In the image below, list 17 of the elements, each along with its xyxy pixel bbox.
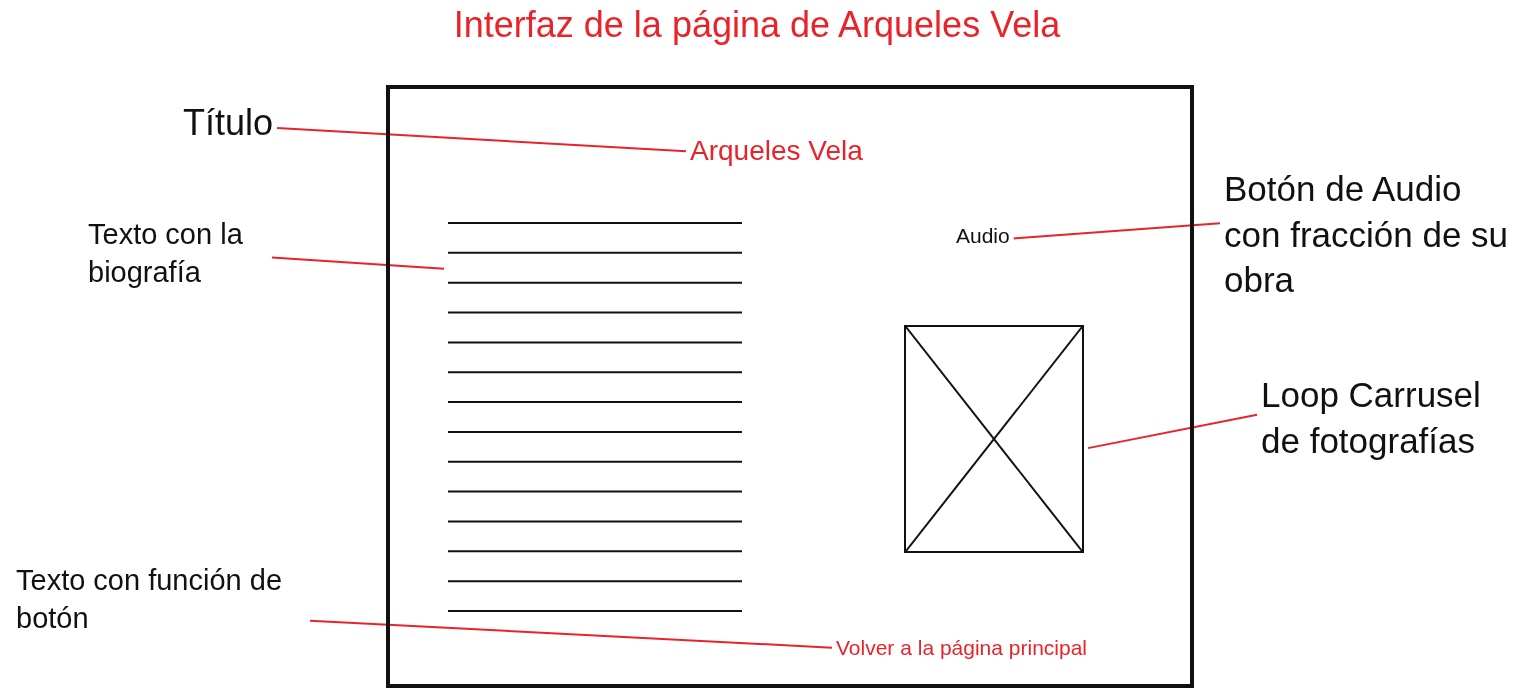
- annotation-label: Botón de Audio con fracción de su obra: [1224, 166, 1514, 303]
- annotation-label: Loop Carrusel de fotografías: [1261, 372, 1514, 463]
- wireframe-frame: [386, 85, 1194, 688]
- image-placeholder-drawing: [904, 325, 1084, 553]
- annotation-label: Texto con función de botón: [16, 562, 306, 638]
- annotation-label: Título: [183, 100, 274, 147]
- leader-line: [276, 127, 687, 153]
- leader-line: [271, 256, 445, 270]
- link-text: Volver a la página principal: [836, 634, 1087, 662]
- leader-line: [309, 619, 833, 649]
- diagram-title: Interfaz de la página de Arqueles Vela: [452, 4, 1062, 46]
- page-title-text: Arqueles Vela: [690, 133, 863, 170]
- text-lines-drawing: [448, 222, 742, 612]
- annotation-label: Texto con la biografía: [88, 216, 268, 292]
- audio-label: Audio: [956, 222, 1010, 250]
- leader-line: [1087, 413, 1258, 450]
- leader-line: [1012, 222, 1221, 240]
